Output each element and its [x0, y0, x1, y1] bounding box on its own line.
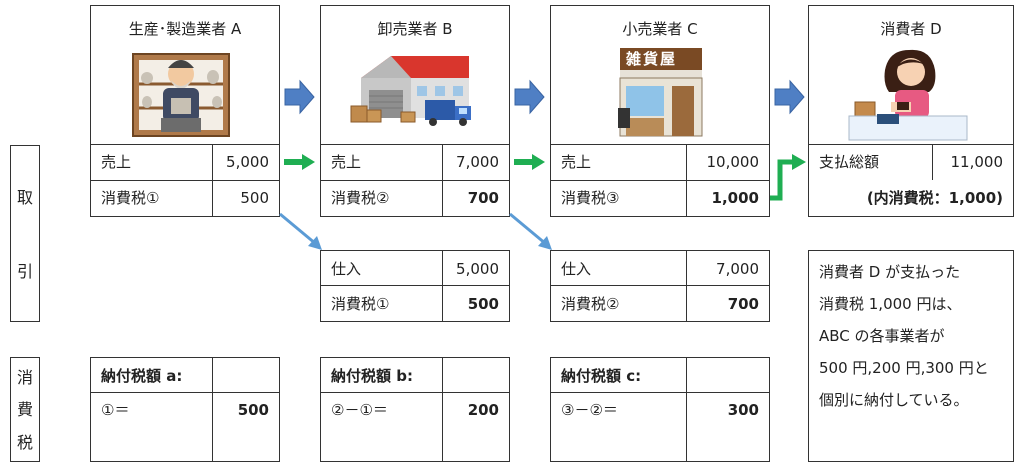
purchase-c-label: 仕入	[561, 260, 592, 278]
purchase-b-box: 仕入 5,000 消費税① 500	[320, 250, 510, 322]
entity-c-tax-value: 1,000	[711, 189, 759, 207]
note-line-5: 個別に納付している。	[819, 391, 969, 409]
payment-a-col-divider	[212, 358, 213, 461]
shohizei-char-1: 消	[16, 368, 33, 387]
purchase-c-divider	[551, 285, 769, 286]
entity-c-divider-top	[551, 144, 769, 145]
purchase-c-tax-value: 700	[727, 295, 759, 313]
entity-d-divider-top	[809, 144, 1013, 145]
entity-b-tax-label: 消費税②	[331, 189, 390, 207]
purchase-b-value: 5,000	[456, 260, 499, 278]
torihiki-label-box: 取 引	[10, 145, 40, 322]
purchase-c-tax-label: 消費税②	[561, 295, 620, 313]
shop-sign-text: 雑貨屋	[626, 50, 678, 68]
flow-arrow-a-b	[284, 79, 315, 115]
entity-a-divider-mid	[91, 180, 279, 181]
entity-c-title: 小売業者 C	[622, 20, 698, 38]
entity-a-tax-value: 500	[240, 189, 269, 207]
entity-b-col-divider	[442, 144, 443, 217]
shohizei-label-box: 消 費 税	[10, 357, 40, 462]
consumer-illustration	[848, 49, 968, 141]
payment-c-formula: ③－②＝	[561, 401, 618, 419]
entity-c-divider-mid	[551, 180, 769, 181]
potter-illustration	[132, 53, 230, 137]
payment-a-value: 500	[237, 401, 269, 419]
flow-arrow-b-c	[514, 79, 545, 115]
payment-a-label: 納付税額 a:	[101, 367, 183, 385]
entity-a-card: 生産･製造業者 A 売上 5,000 消費税① 500	[90, 5, 280, 217]
warehouse-illustration	[350, 56, 471, 126]
entity-c-sales-value: 10,000	[706, 153, 760, 171]
explanation-note: 消費者 D が支払った 消費税 1,000 円は、 ABC の各事業者が 500…	[808, 250, 1014, 462]
purchase-b-col-divider	[442, 251, 443, 321]
note-line-3: ABC の各事業者が	[819, 327, 945, 345]
entity-b-tax-value: 700	[467, 189, 499, 207]
note-line-2: 消費税 1,000 円は、	[819, 295, 962, 313]
entity-c-tax-label: 消費税③	[561, 189, 620, 207]
purchase-c-value: 7,000	[716, 260, 759, 278]
entity-d-title: 消費者 D	[880, 20, 942, 38]
payment-b-divider	[321, 392, 509, 393]
entity-b-divider-mid	[321, 180, 509, 181]
payment-c-label: 納付税額 c:	[561, 367, 642, 385]
purchase-b-tax-label: 消費税①	[331, 295, 390, 313]
payment-c-divider	[551, 392, 769, 393]
payment-b-label: 納付税額 b:	[331, 367, 413, 385]
sale-arrow-b-c	[514, 154, 545, 170]
sale-arrow-a-b	[284, 154, 315, 170]
payment-c-value: 300	[727, 401, 759, 419]
note-line-4: 500 円,200 円,300 円と	[819, 359, 989, 377]
purchase-c-col-divider	[686, 251, 687, 321]
payment-b-col-divider	[442, 358, 443, 461]
entity-d-tax-note: (内消費税：1,000)	[866, 189, 1003, 207]
entity-d-col-divider	[932, 144, 933, 180]
sale-arrow-c-d	[770, 154, 806, 201]
payment-a-box: 納付税額 a: ①＝ 500	[90, 357, 280, 462]
purchase-arrow-b-c	[509, 212, 552, 250]
shohizei-char-2: 費	[16, 400, 33, 419]
purchase-c-box: 仕入 7,000 消費税② 700	[550, 250, 770, 322]
shop-illustration	[618, 48, 703, 137]
entity-b-title: 卸売業者 B	[377, 20, 453, 38]
entity-c-card: 小売業者 C 雑貨屋 売上 10,000 消費税③ 1,000	[550, 5, 770, 217]
payment-a-formula: ①＝	[101, 401, 130, 419]
entity-c-sales-label: 売上	[561, 153, 592, 171]
payment-c-col-divider	[686, 358, 687, 461]
entity-d-pay-label: 支払総額	[819, 153, 880, 171]
flow-arrow-c-d	[774, 79, 805, 115]
entity-b-divider-top	[321, 144, 509, 145]
shohizei-char-3: 税	[16, 433, 33, 452]
payment-b-box: 納付税額 b: ②－①＝ 200	[320, 357, 510, 462]
note-line-1: 消費者 D が支払った	[819, 263, 961, 281]
payment-b-formula: ②－①＝	[331, 401, 388, 419]
purchase-b-divider	[321, 285, 509, 286]
entity-c-col-divider	[686, 144, 687, 217]
entity-a-col-divider	[212, 144, 213, 217]
entity-a-sales-value: 5,000	[226, 153, 269, 171]
payment-b-value: 200	[467, 401, 499, 419]
payment-a-divider	[91, 392, 279, 393]
entity-a-title: 生産･製造業者 A	[128, 20, 242, 38]
purchase-arrow-a-b	[279, 212, 322, 250]
purchase-b-tax-value: 500	[467, 295, 499, 313]
purchase-b-label: 仕入	[331, 260, 362, 278]
torihiki-char-1: 取	[16, 188, 33, 207]
entity-d-card: 消費者 D 支払総額 11,000 (内消費税：1,000)	[808, 5, 1014, 217]
entity-d-pay-value: 11,000	[950, 153, 1004, 171]
entity-b-sales-value: 7,000	[456, 153, 499, 171]
torihiki-char-2: 引	[16, 262, 33, 281]
entity-a-divider-top	[91, 144, 279, 145]
entity-a-tax-label: 消費税①	[101, 189, 160, 207]
entity-b-sales-label: 売上	[331, 153, 362, 171]
payment-c-box: 納付税額 c: ③－②＝ 300	[550, 357, 770, 462]
entity-b-card: 卸売業者 B 売上 7,000 消費税② 700	[320, 5, 510, 217]
entity-a-sales-label: 売上	[101, 153, 132, 171]
